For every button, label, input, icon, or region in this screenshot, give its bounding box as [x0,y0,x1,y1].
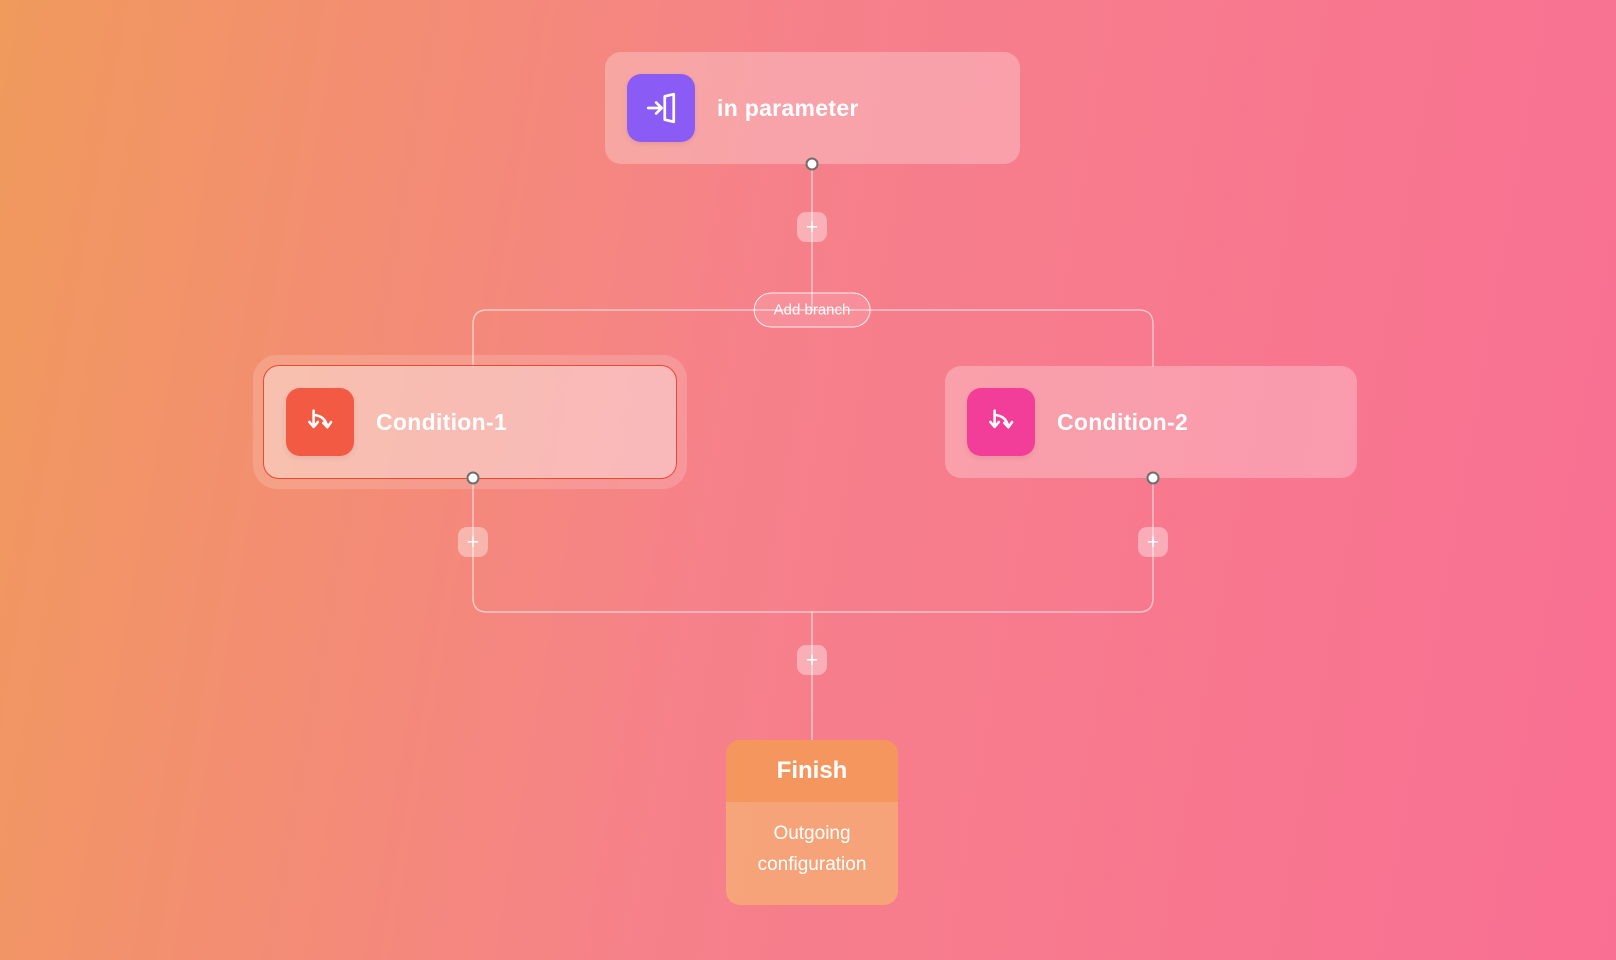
node-condition-2[interactable]: Condition-2 [945,366,1357,478]
connector-handle-condition-2[interactable] [1146,471,1160,485]
node-finish[interactable]: Finish Outgoing configuration [726,740,898,905]
branch-icon [967,388,1035,456]
connector-branch-merge [472,477,1154,613]
login-icon [627,74,695,142]
add-step-button-condition-1[interactable]: + [458,527,488,557]
add-branch-button[interactable]: Add branch [753,292,871,328]
connector-handle-condition-1[interactable] [466,471,480,485]
node-condition-1-label: Condition-1 [376,408,508,435]
condition-1-selection-ring: Condition-1 [253,355,687,489]
add-step-button-condition-2[interactable]: + [1138,527,1168,557]
finish-title: Finish [726,740,898,802]
finish-subtitle: Outgoing configuration [726,802,898,905]
add-step-button-bottom[interactable]: + [797,645,827,675]
node-in-parameter-label: in parameter [717,94,859,121]
add-step-button-top[interactable]: + [797,212,827,242]
connector-handle-in-parameter[interactable] [805,157,819,171]
node-condition-2-label: Condition-2 [1057,408,1189,435]
node-condition-1[interactable]: Condition-1 [263,365,677,479]
branch-icon [286,388,354,456]
node-in-parameter[interactable]: in parameter [605,52,1020,164]
